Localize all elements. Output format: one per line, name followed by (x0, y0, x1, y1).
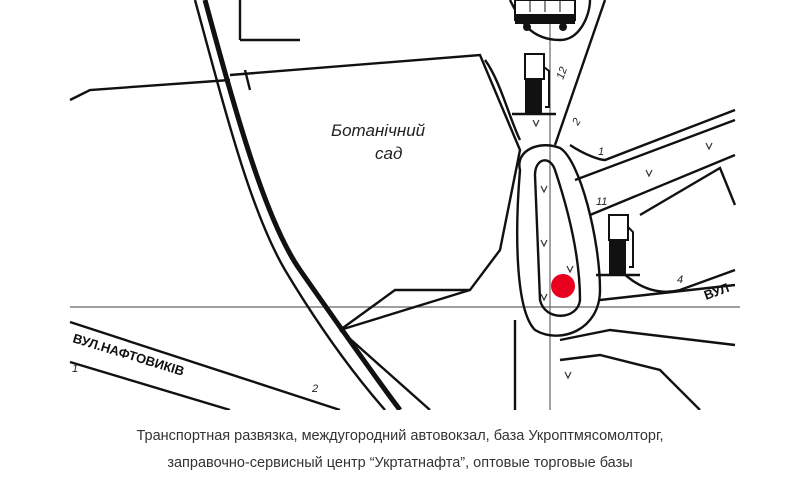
naftovykiv-street (69, 360, 231, 410)
road-number: 2 (311, 383, 318, 395)
road-number: 12 (555, 65, 570, 81)
area-label-garden: сад (375, 144, 402, 163)
road (238, 0, 300, 42)
fuel-pump-icon (512, 53, 556, 116)
railway-line (202, 0, 403, 410)
road (553, 0, 607, 146)
caption-line-2: заправочно-сервисный центр “Укртатнафта”… (167, 455, 633, 471)
location-marker-icon (551, 274, 575, 298)
street-label-vul: ВУЛ (702, 280, 731, 303)
road (559, 328, 736, 347)
road-number: 11 (596, 196, 607, 208)
bus-icon (514, 0, 576, 31)
road (484, 59, 522, 141)
roundabout-inner (533, 159, 582, 317)
map: Ботанічний сад ВУЛ.НАФТОВИКІВ ВУЛ 12 2 1… (69, 0, 740, 410)
road-number: 2 (570, 116, 584, 128)
road (193, 0, 386, 410)
road (339, 329, 431, 410)
fuel-pump-icon (596, 214, 640, 277)
road (339, 288, 470, 331)
road (589, 153, 736, 217)
caption-line-1: Транспортная развязка, междугородний авт… (136, 428, 664, 444)
roundabout-outer (516, 144, 602, 337)
grass-symbol-icon (532, 119, 713, 380)
naftovykiv-street (69, 320, 341, 410)
road (639, 166, 737, 217)
garden-boundary (229, 53, 522, 332)
road (69, 78, 231, 102)
road (599, 283, 736, 302)
road-number: 4 (677, 274, 683, 286)
road-number: 1 (72, 363, 78, 375)
road (574, 118, 736, 182)
area-label-botanical-garden: Ботанічний (331, 121, 426, 140)
garden-boundary (243, 69, 252, 91)
road-number: 1 (598, 146, 604, 158)
road (559, 353, 701, 410)
road (569, 108, 736, 162)
